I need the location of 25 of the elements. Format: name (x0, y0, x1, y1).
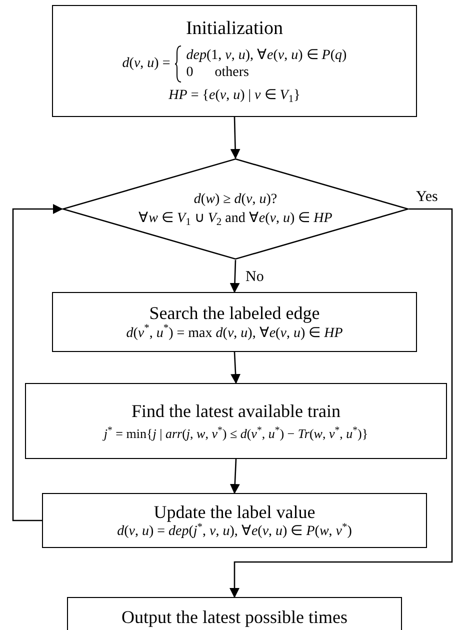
formula-text: d(v, u) = (122, 55, 170, 73)
formula-text: 0 others (186, 64, 250, 82)
arrow (230, 458, 240, 494)
arrow (12, 204, 63, 522)
process-box (52, 292, 417, 352)
box-heading: Output the latest possible times (122, 606, 348, 628)
box-heading: Update the label value (154, 500, 316, 523)
process-box (42, 493, 427, 548)
formula-text: j$^{*}$ = min{j | arr(j, w, v$^{*}$) ≤ d(v$^{*}$, u$^{*}$) − Tr(w, v$^{*}$, u$^{*}$)} (104, 426, 368, 442)
arrow (230, 208, 453, 598)
arrow (230, 352, 241, 384)
formula-text: HP = {e(v, u) | v ∈ V$_{1}$} (168, 87, 300, 105)
formula-text: dep(1, v, u), ∀e(v, u) ∈ P(q) (186, 46, 347, 64)
formula-text: d(v$^{*}$, u$^{*}$) = max d(v, u), ∀e(v, u) ∈ HP (126, 324, 343, 342)
formula-text: d(v, u) = dep(j$^{*}$, v, u), ∀e(v, u) ∈ P(w, v$^{*}$) (117, 523, 352, 540)
box-heading: Search the labeled edge (149, 302, 320, 324)
process-box (52, 5, 417, 117)
arrow (230, 116, 240, 159)
box-heading: Find the latest available train (132, 400, 340, 422)
process-box (25, 383, 447, 459)
box-heading: Initialization (186, 17, 284, 42)
process-box (67, 597, 402, 630)
condition-text: d(w) ≥ d(v, u)? (194, 190, 278, 208)
condition-text: ∀w ∈ V$_{1}$ ∪ V$_{2}$ and ∀e(v, u) ∈ HP (138, 210, 332, 228)
arrow (230, 260, 240, 293)
